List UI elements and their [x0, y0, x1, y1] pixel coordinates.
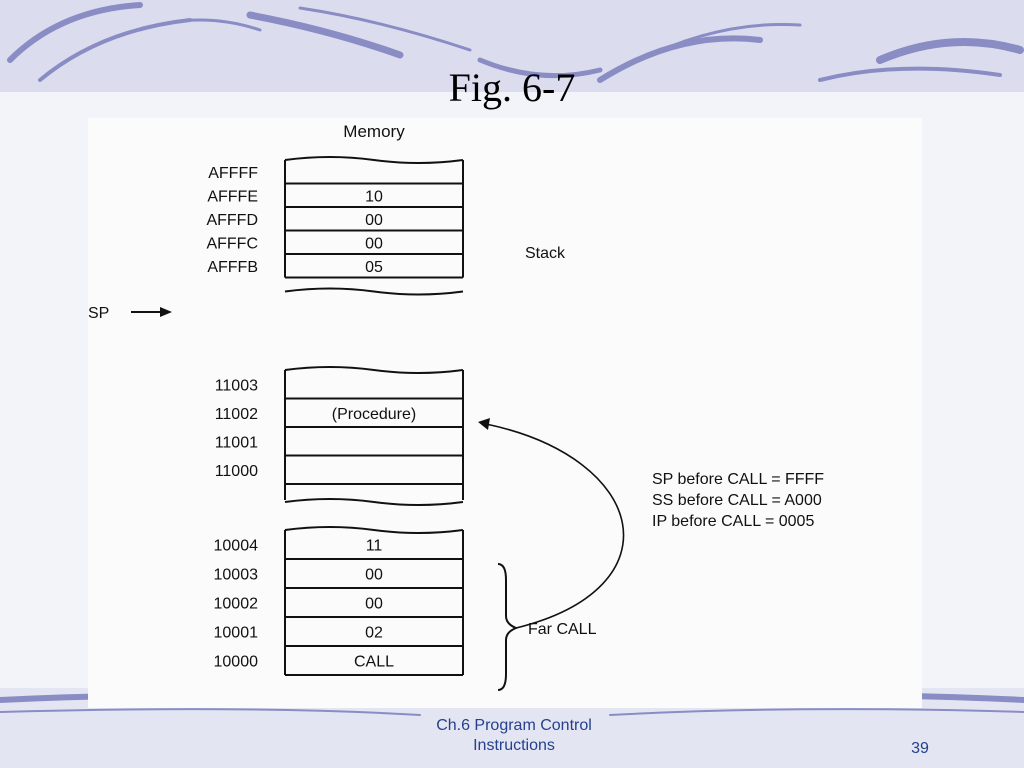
footer-line-1: Ch.6 Program Control [436, 717, 592, 734]
call-address-label: 10004 [214, 538, 259, 555]
stack-label: Stack [525, 245, 566, 262]
sp-arrow-head [160, 307, 172, 317]
stack-address-label: AFFFC [206, 235, 258, 252]
procedure-wavy-bottom [284, 498, 464, 506]
call-address-label: 10001 [214, 625, 259, 642]
footer-line-2: Instructions [473, 737, 555, 754]
call-cell-value: 02 [365, 625, 383, 642]
call-address-label: 10000 [214, 654, 259, 671]
stack-address-label: AFFFD [206, 212, 258, 229]
register-note: IP before CALL = 0005 [652, 513, 814, 530]
slide-title: Fig. 6-7 [448, 65, 576, 110]
stack-wavy-top [284, 156, 464, 164]
memory-label: Memory [343, 122, 405, 141]
procedure-address-label: 11000 [215, 463, 258, 480]
stack-address-label: AFFFF [208, 165, 258, 182]
stack-cell-value: 00 [365, 212, 383, 229]
register-note: SP before CALL = FFFF [652, 471, 824, 488]
sp-label: SP [88, 305, 109, 322]
stack-wavy-bottom [284, 287, 464, 296]
procedure-cell-value: (Procedure) [332, 406, 416, 423]
stack-cell-value: 10 [365, 188, 383, 205]
far-call-arrow-head [478, 418, 490, 430]
stack-address-label: AFFFE [207, 188, 258, 205]
stack-cell-value: 00 [365, 235, 383, 252]
far-call-arrow [485, 423, 625, 629]
call-cell-value: 11 [366, 538, 383, 555]
call-wavy-top [284, 526, 464, 534]
call-address-label: 10002 [214, 596, 259, 613]
far-call-brace [497, 563, 519, 691]
far-call-label: Far CALL [528, 621, 597, 638]
procedure-address-label: 11003 [215, 377, 258, 394]
stack-address-label: AFFFB [207, 259, 258, 276]
call-cell-value: 00 [365, 567, 383, 584]
page-number: 39 [911, 740, 929, 757]
procedure-address-label: 11001 [215, 434, 258, 451]
procedure-wavy-top [284, 366, 464, 374]
call-cell-value: CALL [354, 654, 394, 671]
call-cell-value: 00 [365, 596, 383, 613]
stack-cell-value: 05 [365, 259, 383, 276]
procedure-address-label: 11002 [215, 406, 258, 423]
footer-chapter-title: Ch.6 Program Control Instructions [400, 716, 628, 756]
call-address-label: 10003 [214, 567, 259, 584]
register-note: SS before CALL = A000 [652, 492, 822, 509]
